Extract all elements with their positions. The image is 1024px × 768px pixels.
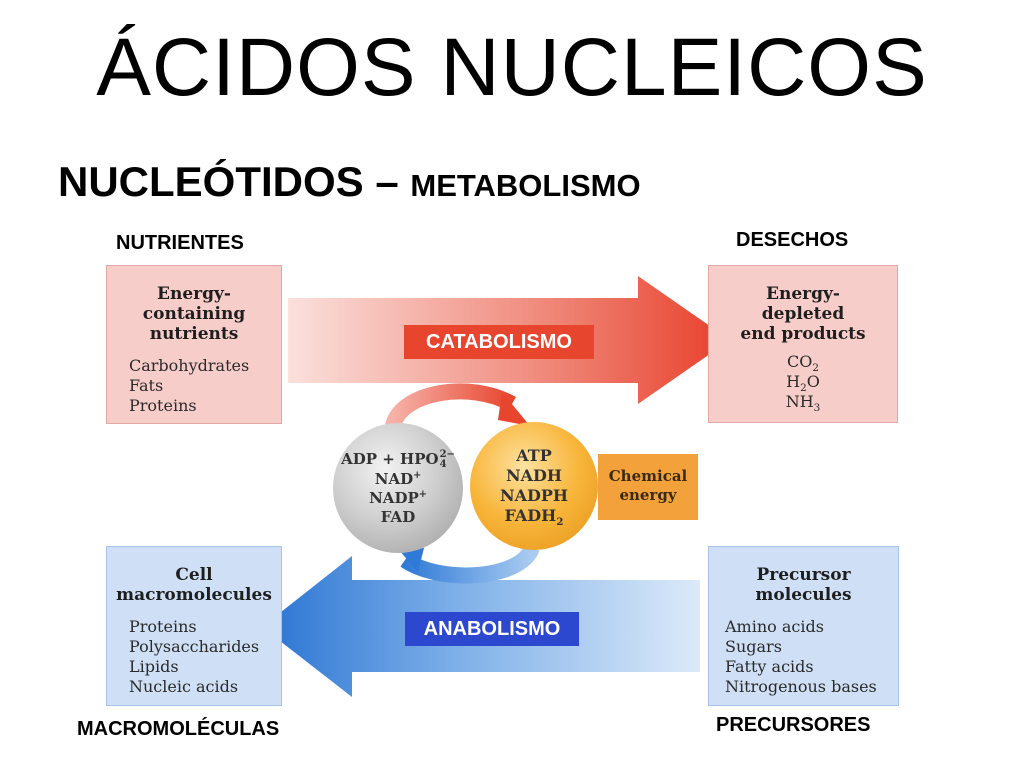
cycle-arrow-top [385, 383, 516, 429]
end-products-list: CO2 H2O NH3 [709, 352, 897, 415]
list-item: Proteins [129, 396, 197, 415]
nutrients-list: Carbohydrates Fats Proteins [107, 356, 281, 416]
circle-line: NADP+ [369, 488, 427, 507]
list-item: H2O [786, 372, 820, 395]
circle-line: FAD [380, 507, 416, 526]
label-macromoleculas: MACROMOLÉCULAS [77, 718, 280, 740]
chemical-energy-box: Chemical energy [598, 454, 698, 520]
subtitle-secondary: METABOLISMO [410, 168, 641, 203]
anabolism-label: ANABOLISMO [405, 612, 579, 646]
end-products-box: Energy- depleted end products CO2 H2O NH… [708, 265, 898, 423]
list-item: Nucleic acids [129, 677, 239, 696]
list-item: Fatty acids [725, 657, 814, 676]
circle-line: NAD+ [374, 469, 422, 488]
catabolism-label: CATABOLISMO [404, 325, 594, 359]
list-item: Polysaccharides [129, 637, 260, 656]
nutrients-heading: Energy- containing nutrients [142, 284, 246, 344]
label-nutrientes: NUTRIENTES [116, 232, 244, 254]
list-item: Nitrogenous bases [725, 677, 877, 696]
atp-circle: ATP NADH NADPH FADH2 [470, 422, 598, 550]
macromolecules-heading: Cell macromolecules [116, 565, 272, 605]
cycle-arrowhead-top [498, 392, 530, 426]
nutrients-box: Energy- containing nutrients Carbohydrat… [106, 265, 282, 424]
precursor-list: Amino acids Sugars Fatty acids Nitrogeno… [709, 617, 898, 697]
circle-line: FADH2 [504, 506, 564, 529]
cycle-arrow-bottom [400, 544, 540, 584]
list-item: Fats [129, 376, 164, 395]
precursor-heading: Precursor molecules [755, 565, 852, 605]
precursor-box: Precursor molecules Amino acids Sugars F… [708, 546, 899, 706]
list-item: Proteins [129, 617, 197, 636]
subtitle-main: NUCLEÓTIDOS – [58, 158, 411, 205]
list-item: CO2 [787, 352, 819, 375]
subtitle: NUCLEÓTIDOS – METABOLISMO [58, 158, 641, 206]
label-precursores: PRECURSORES [716, 714, 871, 736]
macromolecules-box: Cell macromolecules Proteins Polysacchar… [106, 546, 282, 706]
macromolecules-list: Proteins Polysaccharides Lipids Nucleic … [107, 617, 281, 697]
list-item: Carbohydrates [129, 356, 250, 375]
page-title: ÁCIDOS NUCLEICOS [96, 22, 928, 113]
label-desechos: DESECHOS [736, 229, 849, 251]
circle-line: NADPH [499, 486, 569, 505]
list-item: Lipids [129, 657, 179, 676]
circle-line: NADH [505, 466, 563, 485]
end-products-heading: Energy- depleted end products [740, 284, 866, 344]
circle-line: ATP [516, 446, 552, 465]
list-item: Amino acids [725, 617, 824, 636]
list-item: NH3 [785, 392, 821, 415]
list-item: Sugars [725, 637, 782, 656]
